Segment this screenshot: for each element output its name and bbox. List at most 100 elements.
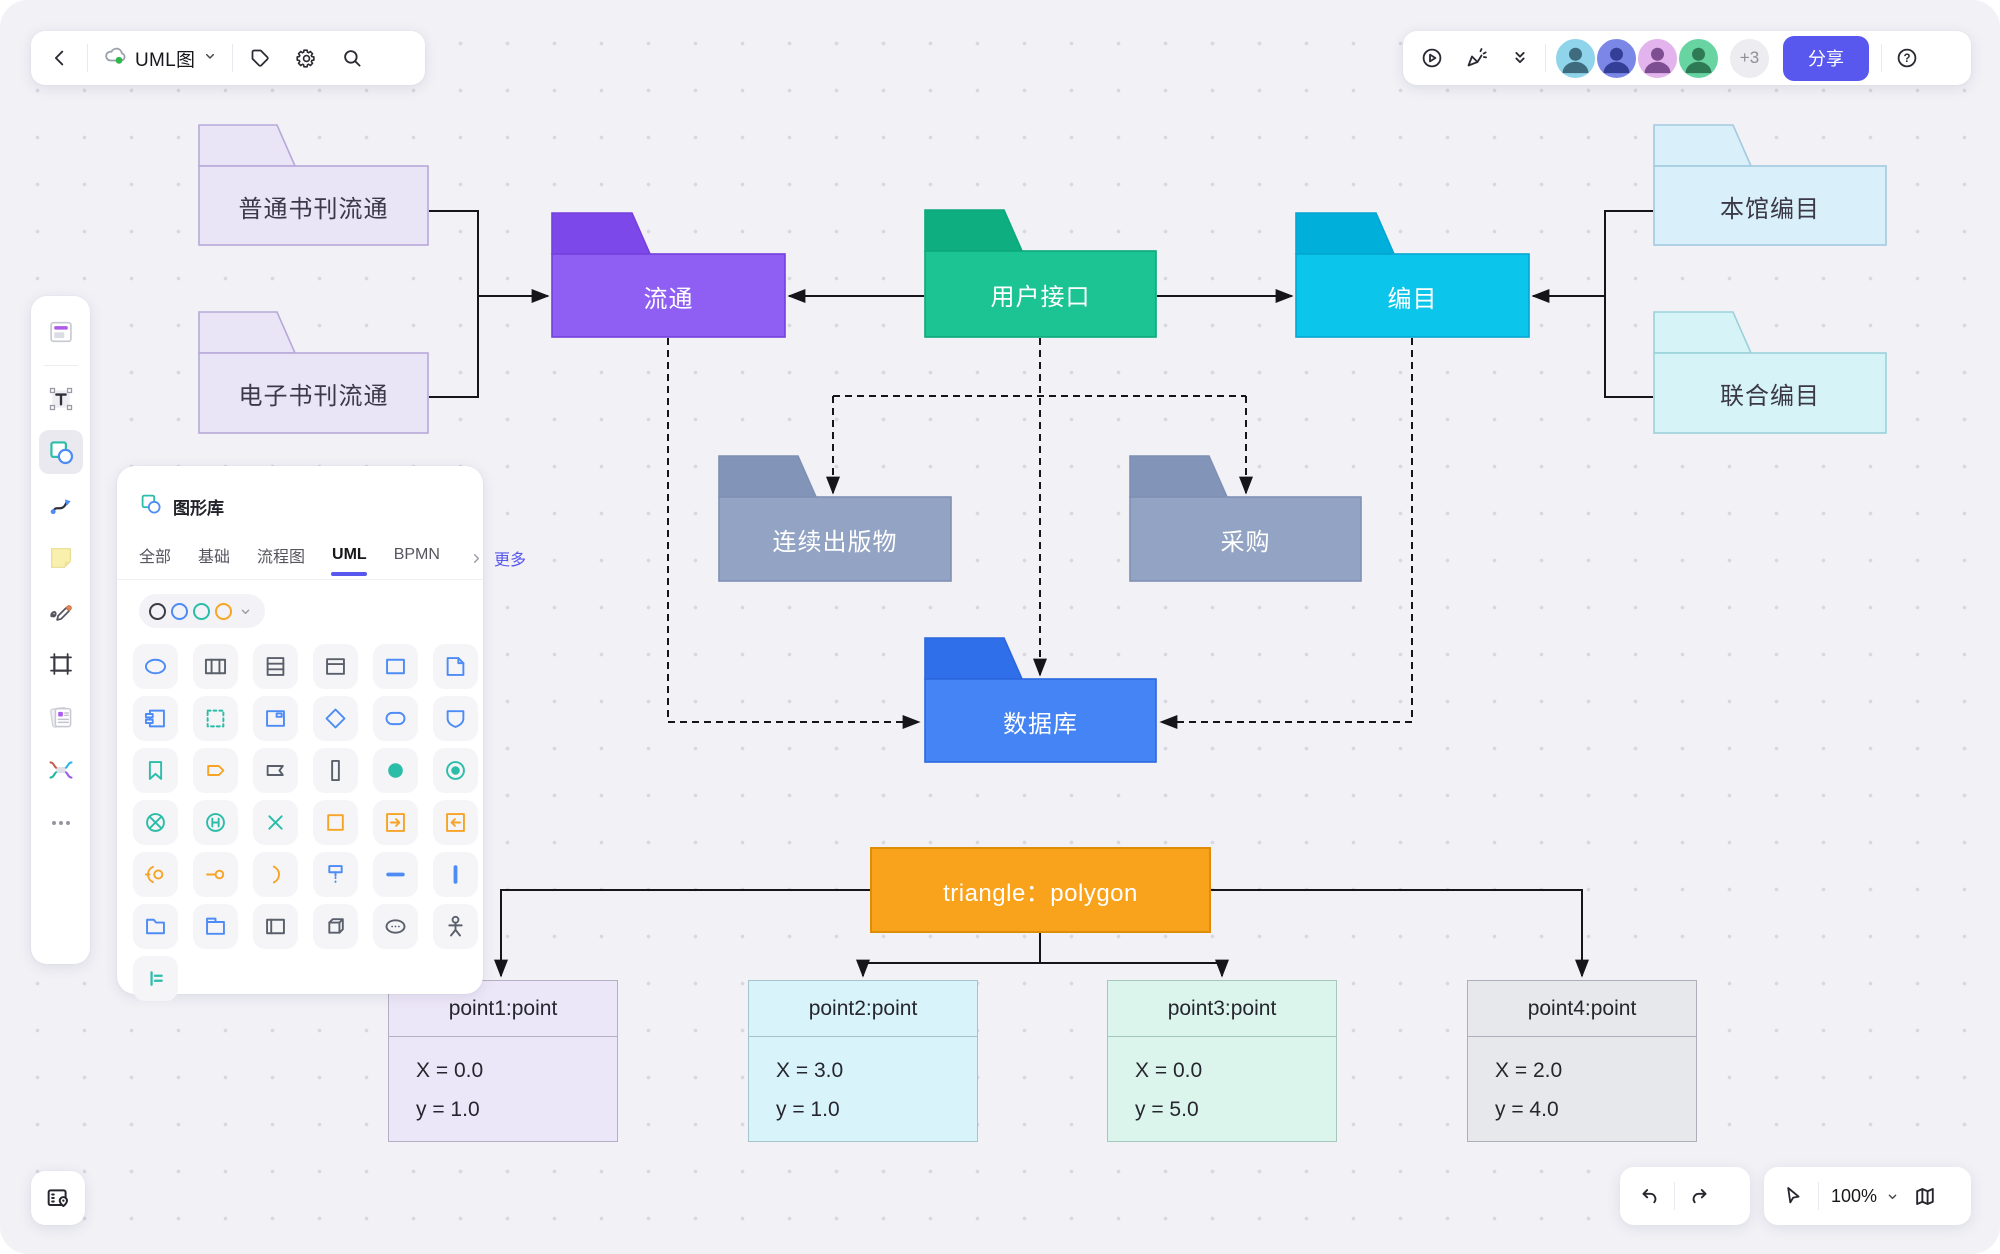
tab-BPMN[interactable]: BPMN: [393, 546, 440, 563]
shape-tree-list[interactable]: [133, 956, 178, 1001]
share-button[interactable]: 分享: [1783, 35, 1869, 81]
shape-rect[interactable]: [373, 644, 418, 689]
shape-ellipse[interactable]: [133, 644, 178, 689]
shape-document[interactable]: [433, 644, 478, 689]
more-tools[interactable]: [39, 801, 83, 845]
back-button[interactable]: [41, 39, 79, 77]
mindmap-tool[interactable]: [39, 748, 83, 792]
folder-node-liutong[interactable]: 流通: [551, 212, 786, 338]
tab-基础[interactable]: 基础: [198, 549, 231, 566]
present-button[interactable]: [1413, 39, 1451, 77]
avatar[interactable]: [1554, 36, 1597, 80]
connector[interactable]: [1211, 889, 1589, 978]
shape-required-interface[interactable]: [253, 852, 298, 897]
shape-ellipse-dots[interactable]: [373, 904, 418, 949]
more-collaborators-badge[interactable]: +3: [1728, 36, 1771, 80]
search-button[interactable]: [333, 39, 371, 77]
shape-square[interactable]: [313, 800, 358, 845]
folder-node-lianhebianmu[interactable]: 联合编目: [1653, 311, 1887, 434]
shape-provided-interface[interactable]: [133, 852, 178, 897]
connector-tool[interactable]: [39, 483, 83, 527]
rect-node-triangle[interactable]: triangle：polygon: [870, 847, 1211, 933]
undo-button[interactable]: [1630, 1177, 1668, 1215]
tab-UML[interactable]: UML: [332, 540, 367, 576]
select-cursor-button[interactable]: [1774, 1177, 1812, 1215]
shape-v-bar[interactable]: [433, 852, 478, 897]
shape-tag[interactable]: [193, 748, 238, 793]
help-button[interactable]: ?: [1888, 39, 1926, 77]
shape-circle-cross[interactable]: [133, 800, 178, 845]
folder-node-lianxuchubanwu[interactable]: 连续出版物: [718, 455, 952, 582]
shape-bookmark[interactable]: [133, 748, 178, 793]
minimap-button[interactable]: [31, 1171, 85, 1225]
shape-flag[interactable]: [253, 748, 298, 793]
overview-map-button[interactable]: [1906, 1177, 1944, 1215]
folder-node-benguanbianmu[interactable]: 本馆编目: [1653, 124, 1887, 246]
shape-style-selector[interactable]: [139, 594, 265, 628]
shape-activation-bar[interactable]: [313, 748, 358, 793]
shape-dashed-square[interactable]: [193, 696, 238, 741]
zoom-level[interactable]: 100%: [1831, 1185, 1878, 1206]
tabs-overflow-chevron-icon[interactable]: [469, 551, 484, 566]
shape-folder[interactable]: [133, 904, 178, 949]
tag-button[interactable]: [241, 39, 279, 77]
connector[interactable]: [429, 210, 479, 398]
shape-final-node[interactable]: [433, 748, 478, 793]
shape-initial-node[interactable]: [373, 748, 418, 793]
text-tool[interactable]: [39, 377, 83, 421]
tab-流程图[interactable]: 流程图: [257, 549, 306, 566]
shape-diamond[interactable]: [313, 696, 358, 741]
shape-lollipop[interactable]: [193, 852, 238, 897]
tab-全部[interactable]: 全部: [139, 549, 172, 566]
shape-package[interactable]: [193, 904, 238, 949]
shape-component[interactable]: [133, 696, 178, 741]
folder-node-caigou[interactable]: 采购: [1129, 455, 1362, 582]
connector[interactable]: [494, 889, 870, 978]
shape-square-arrow-right[interactable]: [373, 800, 418, 845]
shape-stadium[interactable]: [373, 696, 418, 741]
shape-x-mark[interactable]: [253, 800, 298, 845]
shape-rect-subtab[interactable]: [253, 696, 298, 741]
avatar[interactable]: [1636, 36, 1679, 80]
laser-pointer-button[interactable]: [1457, 39, 1495, 77]
document-title-group[interactable]: UML图: [96, 43, 224, 74]
shape-h-rows[interactable]: [253, 644, 298, 689]
notes-tool[interactable]: [39, 695, 83, 739]
object-title: point4:point: [1468, 981, 1696, 1037]
sticky-note-tool[interactable]: [39, 536, 83, 580]
shape-v-partition[interactable]: [193, 644, 238, 689]
avatar[interactable]: [1677, 36, 1720, 80]
folder-node-shujuku[interactable]: 数据库: [924, 637, 1157, 763]
shape-pin[interactable]: [313, 852, 358, 897]
avatar[interactable]: [1595, 36, 1638, 80]
folder-node-dianzishukan[interactable]: 电子书刊流通: [198, 311, 429, 434]
folder-node-putongshukan[interactable]: 普通书刊流通: [198, 124, 429, 246]
document-title: UML图: [135, 49, 196, 71]
folder-node-bianmu[interactable]: 编目: [1295, 212, 1530, 338]
shapes-tool[interactable]: [38, 430, 83, 474]
connector[interactable]: [1604, 210, 1653, 398]
templates-tool[interactable]: [39, 310, 83, 354]
shape-partition[interactable]: [253, 904, 298, 949]
more-categories-link[interactable]: 更多: [493, 552, 526, 569]
folder-node-yonghujiekou[interactable]: 用户接口: [924, 209, 1157, 338]
shape-header-rect[interactable]: [313, 644, 358, 689]
settings-button[interactable]: [287, 39, 325, 77]
shape-shield[interactable]: [433, 696, 478, 741]
shape-h-bar[interactable]: [373, 852, 418, 897]
pen-tool[interactable]: [39, 589, 83, 633]
shape-actor[interactable]: [433, 904, 478, 949]
chevron-down-icon[interactable]: [1885, 1189, 1900, 1204]
frame-tool[interactable]: [39, 642, 83, 686]
shape-square-arrow-left[interactable]: [433, 800, 478, 845]
shape-circle-h[interactable]: [193, 800, 238, 845]
collapse-toolbar-button[interactable]: [1501, 39, 1539, 77]
shape-cube[interactable]: [313, 904, 358, 949]
dashed-connector[interactable]: [1159, 338, 1413, 729]
redo-button[interactable]: [1681, 1177, 1719, 1215]
dashed-connector[interactable]: [667, 338, 921, 729]
